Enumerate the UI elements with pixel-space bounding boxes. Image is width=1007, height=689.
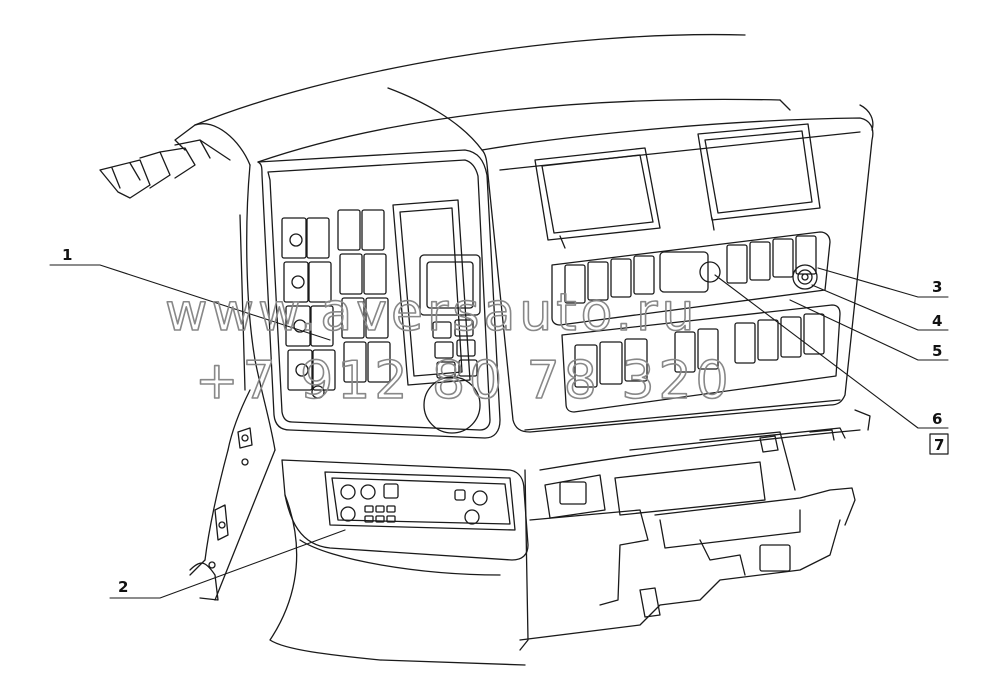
left-vent-brackets bbox=[99, 124, 231, 199]
watermark-url: www.aversauto.ru bbox=[165, 283, 698, 343]
callout-4: 4 bbox=[932, 312, 942, 330]
left-display-recess bbox=[392, 199, 481, 434]
callout-labels: 1 2 3 4 5 6 7 bbox=[62, 246, 944, 596]
watermark-phone: +7 912 80 78 320 bbox=[195, 351, 733, 411]
watermark: www.aversauto.ru +7 912 80 78 320 bbox=[164, 282, 733, 412]
left-side-body bbox=[189, 164, 276, 601]
callout-5: 5 bbox=[932, 342, 942, 360]
display-screens bbox=[534, 123, 821, 249]
lower-body-shell bbox=[269, 409, 871, 666]
callout-6: 6 bbox=[932, 410, 942, 428]
left-switch-grid bbox=[337, 209, 391, 383]
callout-7: 7 bbox=[934, 436, 944, 454]
callout-7-box bbox=[929, 433, 949, 455]
callout-2: 2 bbox=[118, 578, 128, 596]
left-instrument-panel bbox=[257, 149, 501, 439]
callout-1: 1 bbox=[62, 246, 72, 264]
lower-console bbox=[281, 459, 529, 561]
callout-leaders bbox=[49, 264, 949, 599]
lower-switch-bank bbox=[561, 304, 841, 413]
dashboard-top-surface bbox=[194, 33, 874, 166]
callout-3: 3 bbox=[932, 278, 942, 296]
